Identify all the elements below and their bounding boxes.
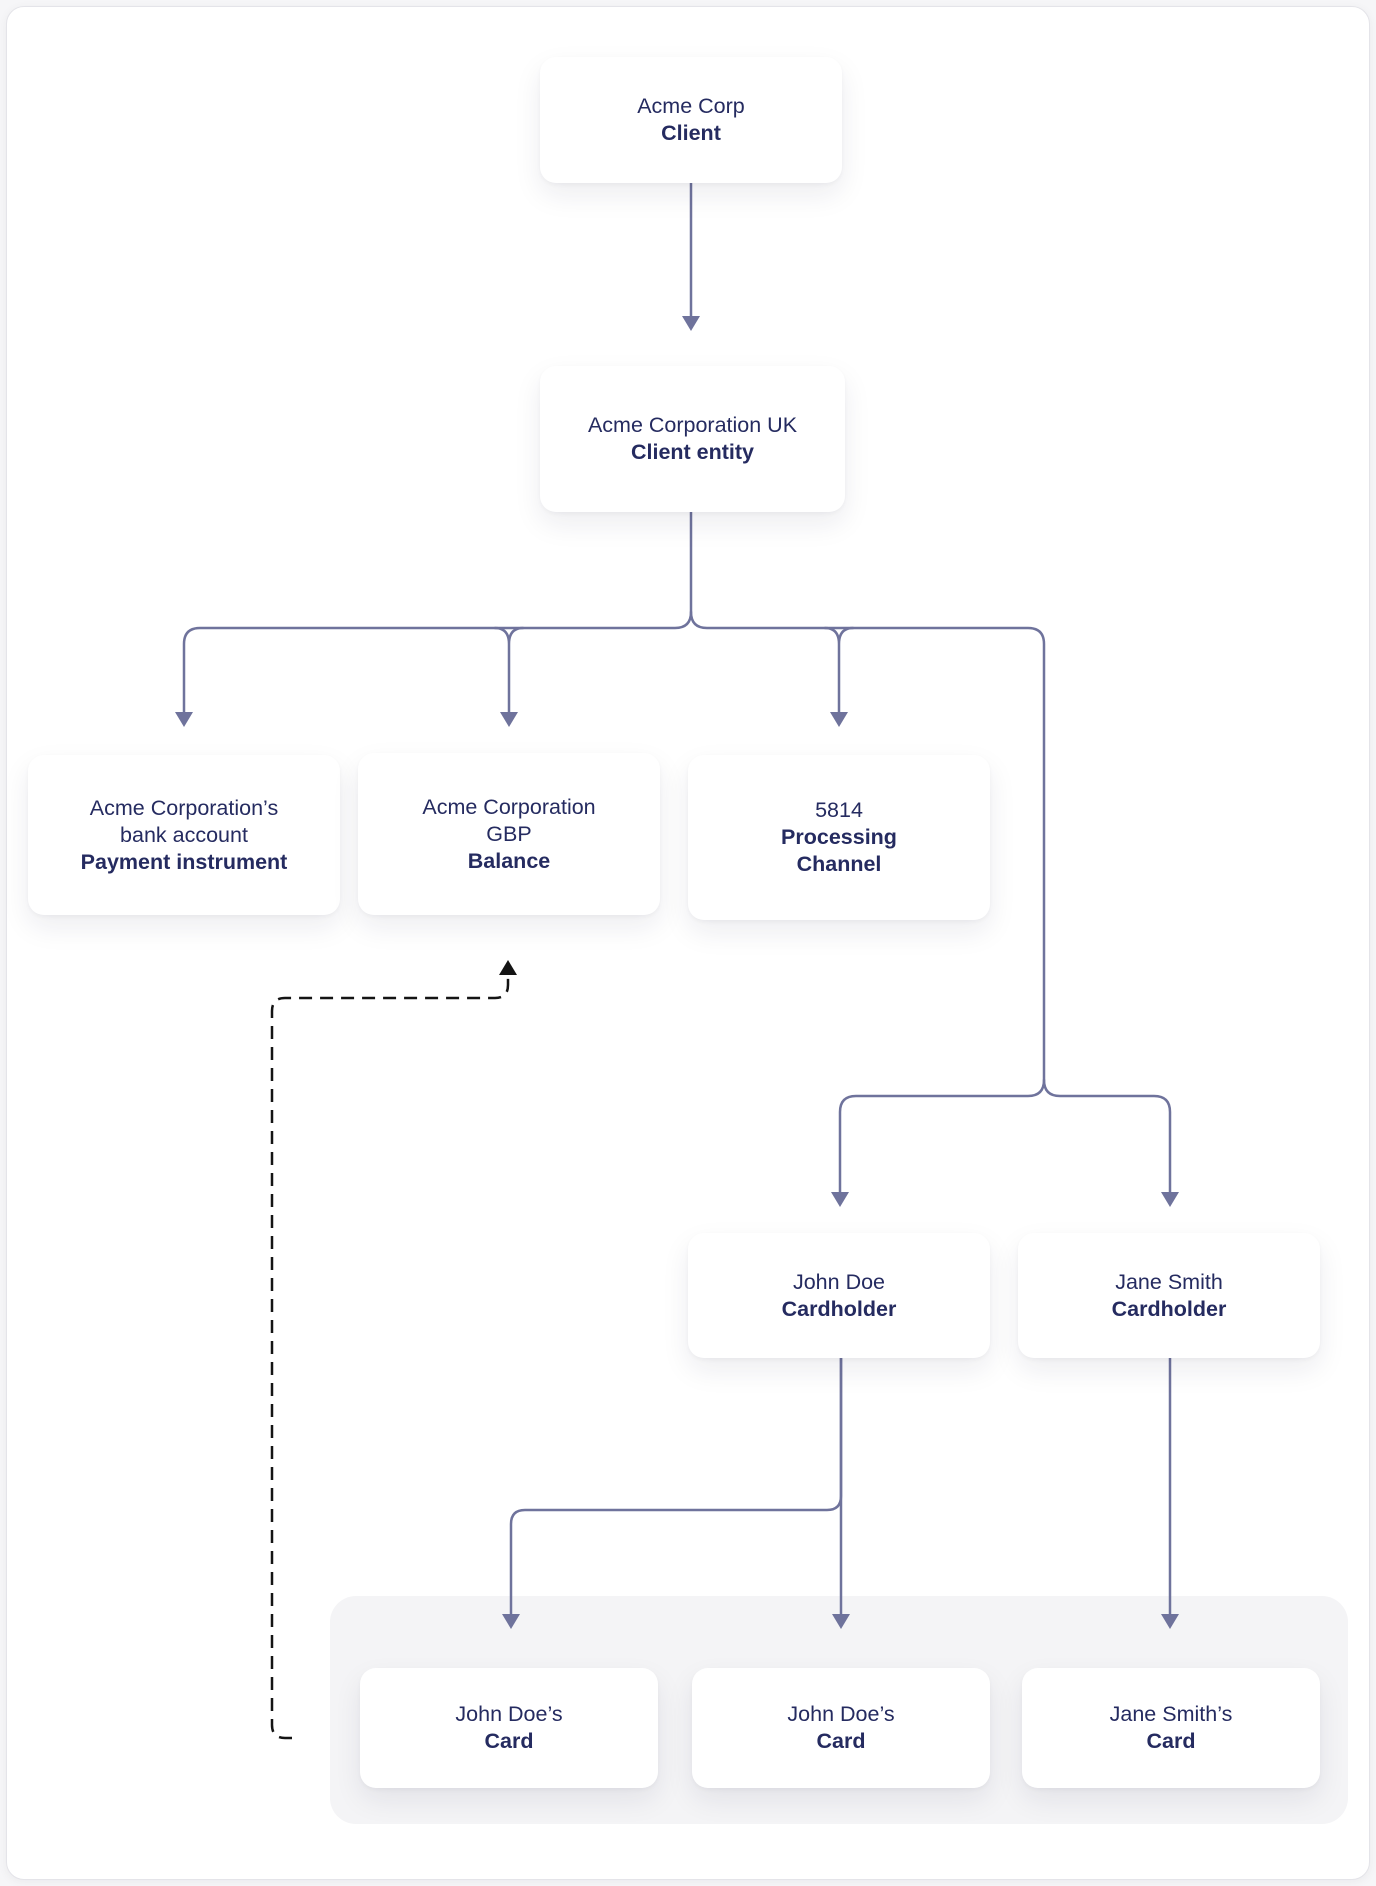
- node-type: Balance: [467, 848, 551, 873]
- node-type: Payment instrument: [80, 849, 288, 874]
- node-type: Client: [661, 121, 721, 145]
- node-title: Acme Corp: [637, 94, 745, 118]
- node-title: Jane Smith’s: [1109, 1702, 1233, 1726]
- node-cardholder-jane-smith: Jane Smith Cardholder: [1018, 1233, 1320, 1358]
- node-title: Acme Corporation’s: [89, 795, 279, 820]
- node-type: Cardholder: [781, 1296, 897, 1321]
- node-balance: Acme Corporation GBP Balance: [358, 753, 660, 915]
- node-title: Acme Corporation: [422, 794, 596, 819]
- node-title: 5814: [815, 798, 863, 822]
- node-title: John Doe’s: [455, 1702, 563, 1726]
- node-card-john-doe-1: John Doe’s Card: [360, 1668, 658, 1788]
- node-card-john-doe-2: John Doe’s Card: [692, 1668, 990, 1788]
- node-processing-channel: 5814 Processing Channel: [688, 755, 990, 920]
- node-type: Cardholder: [1111, 1296, 1227, 1321]
- node-title: John Doe’s: [787, 1702, 895, 1726]
- node-title: John Doe: [792, 1269, 886, 1294]
- node-cardholder-john-doe: John Doe Cardholder: [688, 1233, 990, 1358]
- node-type: Card: [1146, 1729, 1196, 1753]
- node-title: Acme Corporation UK: [587, 413, 798, 437]
- node-payment-instrument: Acme Corporation’s bank account Payment …: [28, 755, 340, 915]
- node-client-entity: Acme Corporation UK Client entity: [540, 366, 845, 512]
- node-title: Jane Smith: [1115, 1269, 1223, 1294]
- node-client: Acme Corp Client: [540, 57, 842, 183]
- node-type: Card: [484, 1729, 534, 1753]
- node-title: bank account: [120, 822, 248, 847]
- node-type: Channel: [796, 852, 882, 876]
- node-type: Client entity: [630, 440, 755, 464]
- node-card-jane-smith: Jane Smith’s Card: [1022, 1668, 1320, 1788]
- node-type: Card: [816, 1729, 866, 1753]
- node-title: GBP: [486, 821, 532, 846]
- node-type: Processing: [781, 825, 897, 849]
